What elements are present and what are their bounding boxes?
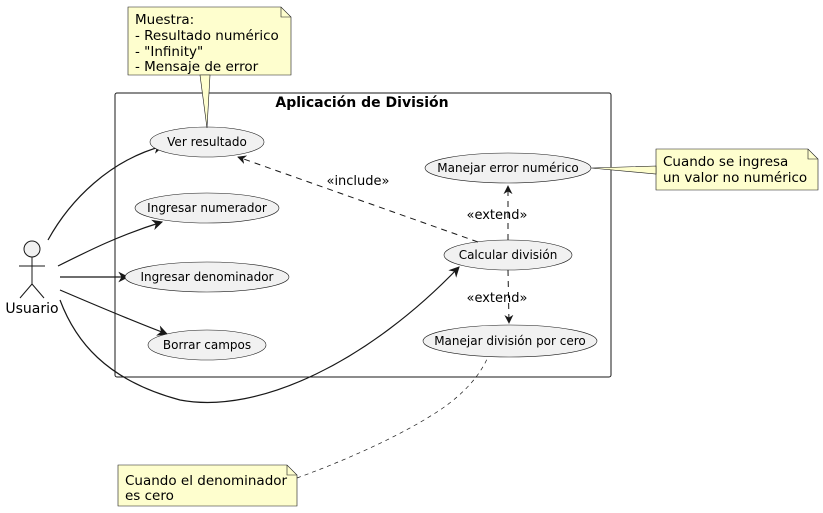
edge-actor-ver-resultado xyxy=(47,143,165,241)
include-label: «include» xyxy=(326,174,389,189)
edge-actor-ingresar-numerador xyxy=(57,219,164,267)
use-case-manejar-division-cero[interactable]: Manejar división por cero xyxy=(422,324,598,358)
use-case-borrar-campos[interactable]: Borrar campos xyxy=(147,329,267,361)
use-case-label: Manejar error numérico xyxy=(437,161,579,175)
note-line: Muestra: xyxy=(135,12,194,28)
note-no-numerico: Cuando se ingresa un valor no numérico xyxy=(655,148,819,191)
note-muestra-connector xyxy=(199,74,211,129)
note-muestra: Muestra: - Resultado numérico - "Infinit… xyxy=(127,6,292,76)
use-case-label: Ver resultado xyxy=(167,135,247,149)
note-denominador-cero-connector xyxy=(296,356,489,479)
note-line: es cero xyxy=(125,488,174,504)
note-line: Cuando se ingresa xyxy=(663,154,788,170)
use-case-ingresar-denominador[interactable]: Ingresar denominador xyxy=(124,261,290,293)
use-case-ver-resultado[interactable]: Ver resultado xyxy=(149,126,265,158)
actor-label: Usuario xyxy=(5,301,58,317)
system-title: Aplicación de División xyxy=(275,95,448,111)
note-line: - Mensaje de error xyxy=(135,59,259,75)
actor-usuario[interactable]: Usuario xyxy=(5,240,59,317)
edge-actor-borrar-campos xyxy=(59,289,169,336)
use-case-label: Borrar campos xyxy=(163,338,251,352)
extend-label-error: «extend» xyxy=(467,208,528,223)
use-case-label: Manejar división por cero xyxy=(434,334,586,348)
note-line: - Resultado numérico xyxy=(135,28,279,44)
extend-arrow-cero xyxy=(504,269,514,324)
stick-figure-icon xyxy=(19,240,45,299)
note-line: Cuando el denominador xyxy=(125,473,288,489)
use-case-ingresar-numerador[interactable]: Ingresar numerador xyxy=(134,192,280,224)
use-case-manejar-error-numerico[interactable]: Manejar error numérico xyxy=(424,152,592,184)
note-line: un valor no numérico xyxy=(663,170,807,186)
use-case-label: Ingresar denominador xyxy=(141,270,274,284)
note-denominador-cero: Cuando el denominador es cero xyxy=(117,464,298,507)
use-case-calcular-division[interactable]: Calcular división xyxy=(443,239,573,271)
use-case-label: Calcular división xyxy=(459,248,558,262)
include-arrow xyxy=(237,155,479,243)
edge-actor-calcular-division xyxy=(59,266,460,404)
note-no-numerico-connector xyxy=(590,165,657,175)
extend-label-cero: «extend» xyxy=(467,291,528,306)
use-case-label: Ingresar numerador xyxy=(147,201,267,215)
note-line: - "Infinity" xyxy=(135,44,203,60)
